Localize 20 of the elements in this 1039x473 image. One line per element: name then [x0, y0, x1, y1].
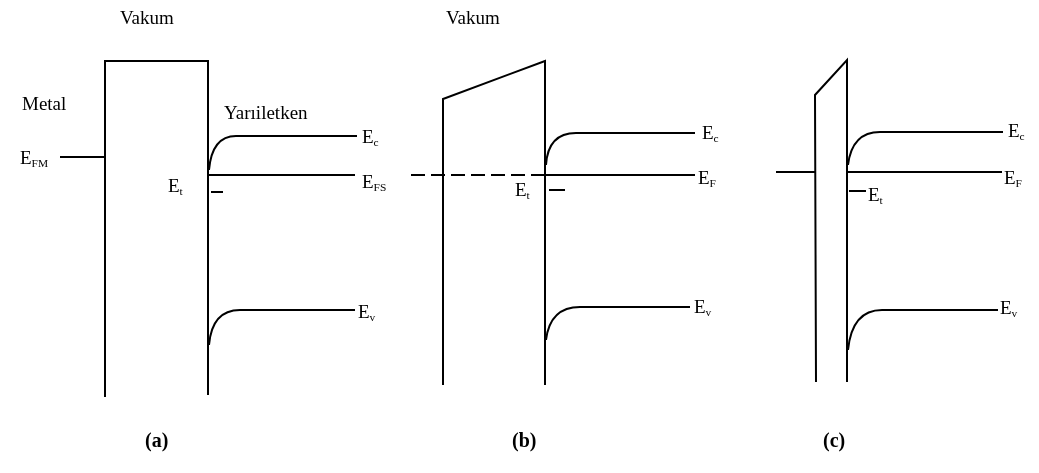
region-label: Yarıiletken — [224, 103, 308, 122]
energy-level-label: E$_{FS}$ — [362, 172, 387, 194]
region-label: Vakum — [120, 8, 174, 27]
panel-label: (b) — [512, 430, 537, 450]
energy-level-label: E$_{t}$ — [168, 176, 183, 198]
energy-level-label: E$_{c}$ — [702, 123, 719, 145]
energy-level-label: E$_{F}$ — [1004, 168, 1022, 190]
energy-level-label: E$_{v}$ — [1000, 298, 1018, 320]
panel-label: (a) — [145, 430, 169, 450]
energy-level-label: E$_{c}$ — [362, 127, 379, 149]
energy-level-label: E$_{t}$ — [515, 180, 530, 202]
energy-level-label: E$_{F}$ — [698, 168, 716, 190]
energy-level-label: E$_{FM}$ — [20, 148, 49, 170]
energy-level-label: E$_{c}$ — [1008, 121, 1025, 143]
energy-level-label: E$_{v}$ — [694, 297, 712, 319]
panel-label: (c) — [823, 430, 846, 450]
energy-level-label: E$_{v}$ — [358, 302, 376, 324]
energy-level-label: E$_{t}$ — [868, 185, 883, 207]
region-label: Metal — [22, 94, 67, 113]
region-label: Vakum — [446, 8, 500, 27]
